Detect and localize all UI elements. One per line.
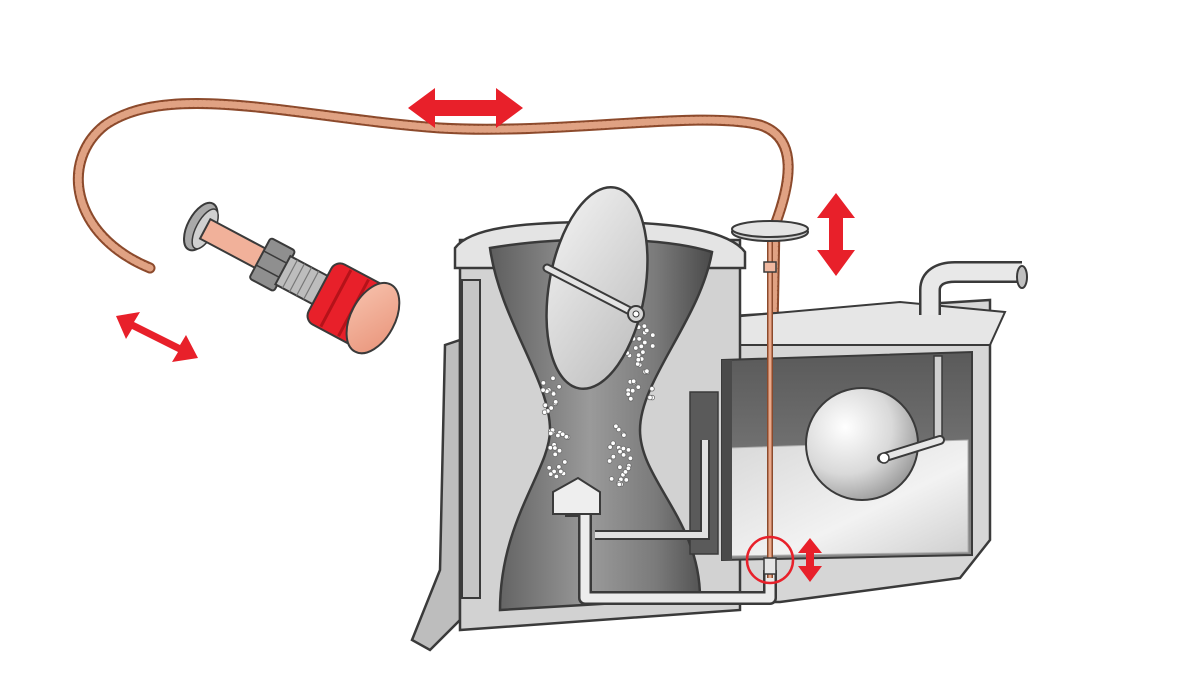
- rod-lift-arrow: [817, 193, 855, 276]
- fuel-droplet: [644, 327, 650, 334]
- fuel-droplet: [552, 445, 558, 451]
- fuel-droplet: [610, 440, 616, 446]
- fuel-droplet: [556, 464, 562, 470]
- fuel-droplet: [613, 423, 619, 429]
- fuel-droplet: [647, 394, 653, 401]
- fuel-droplet: [627, 455, 634, 461]
- jet-needle: [731, 220, 809, 585]
- fuel-droplet: [610, 454, 617, 460]
- fuel-droplet: [644, 368, 650, 374]
- fuel-droplet: [620, 452, 627, 458]
- fuel-droplet: [540, 380, 547, 386]
- fuel-droplet: [635, 357, 641, 363]
- choke-knob: [183, 201, 401, 355]
- fuel-droplet: [635, 361, 641, 367]
- fuel-droplet: [630, 388, 636, 394]
- fuel-droplet: [550, 391, 557, 397]
- fuel-droplet: [633, 345, 639, 351]
- fuel-droplet: [635, 352, 642, 358]
- jet-needle-arrow: [798, 538, 822, 582]
- fuel-droplet: [640, 349, 646, 355]
- fuel-droplet: [546, 465, 552, 471]
- fuel-droplet: [548, 405, 554, 411]
- fuel-droplet: [548, 471, 554, 477]
- fuel-droplet: [649, 386, 655, 392]
- fuel-droplet: [608, 476, 615, 482]
- fuel-droplet: [625, 447, 632, 453]
- float: [805, 387, 919, 501]
- fuel-droplet: [553, 399, 559, 405]
- fuel-droplet: [542, 402, 548, 408]
- fuel-droplet: [650, 343, 656, 349]
- fuel-droplet: [550, 375, 556, 381]
- fuel-droplet: [560, 431, 566, 437]
- fuel-droplet: [620, 445, 627, 452]
- fuel-droplet: [617, 464, 623, 470]
- fuel-droplet: [641, 323, 648, 329]
- fuel-droplet: [625, 391, 631, 397]
- fuel-droplet: [617, 448, 623, 455]
- fuel-droplet: [606, 458, 613, 464]
- fuel-droplet: [622, 469, 629, 475]
- knob-motion-arrow: [116, 312, 198, 362]
- fuel-droplet: [642, 339, 648, 346]
- fuel-droplet: [553, 473, 560, 480]
- fuel-inlet-pipe: [919, 261, 1028, 315]
- fuel-droplet: [556, 384, 562, 390]
- fuel-droplet: [625, 465, 632, 471]
- throttle-butterfly-valve: [542, 185, 649, 391]
- fuel-droplet: [650, 332, 656, 338]
- fuel-droplet: [638, 343, 644, 350]
- choke-cable: [72, 98, 794, 336]
- fuel-droplet: [621, 432, 627, 438]
- fuel-droplet: [636, 336, 642, 342]
- fuel-droplet: [555, 432, 561, 439]
- fuel-droplet: [556, 448, 563, 454]
- fuel-droplet: [623, 477, 629, 483]
- fuel-droplet: [616, 481, 622, 488]
- fuel-droplet: [607, 444, 613, 450]
- fuel-droplet: [628, 396, 634, 402]
- fuel-droplet: [541, 409, 548, 415]
- fuel-droplet: [540, 387, 546, 393]
- jet-needle-highlight: [745, 535, 795, 585]
- cable-motion-arrow: [408, 88, 523, 128]
- fuel-droplet: [630, 378, 637, 384]
- fuel-droplet: [558, 468, 564, 475]
- venturi: [488, 238, 714, 612]
- carburettor-body: [410, 220, 1028, 652]
- fuel-droplet: [563, 434, 570, 440]
- fuel-droplet: [635, 384, 641, 390]
- fuel-droplet: [552, 451, 558, 458]
- fuel-droplet: [562, 459, 568, 465]
- fuel-droplet: [548, 430, 554, 437]
